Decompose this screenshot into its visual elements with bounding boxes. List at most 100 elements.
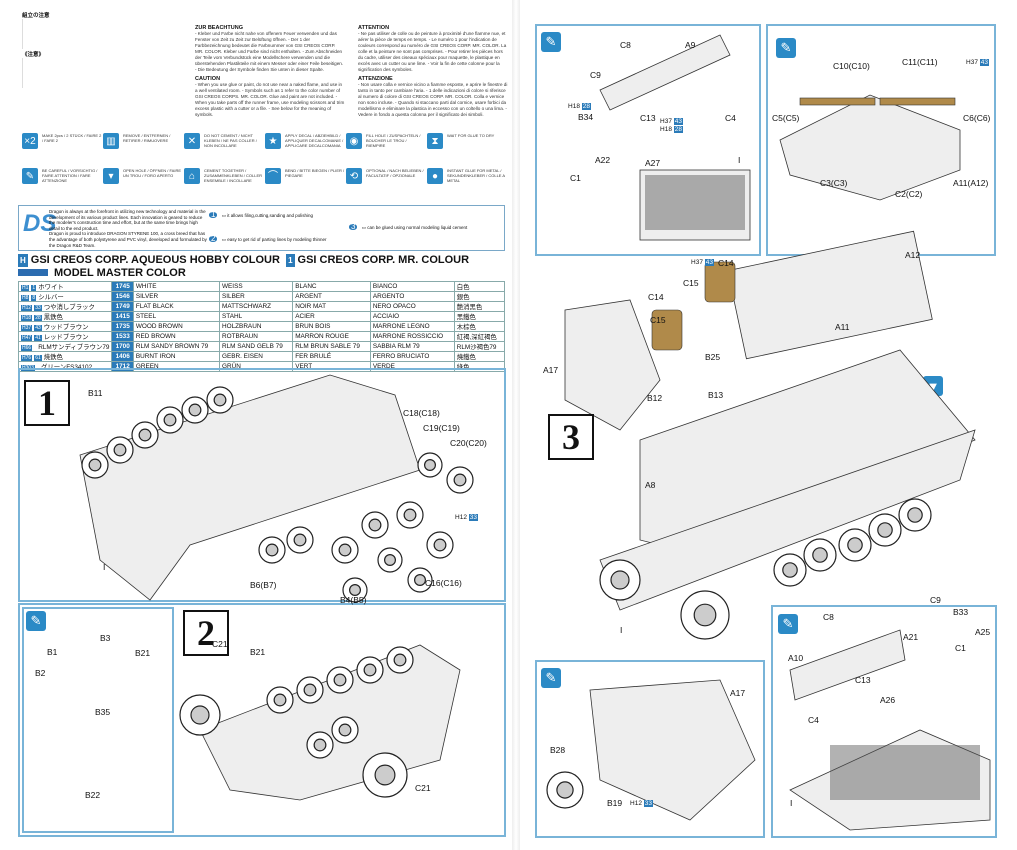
german-notes: ZUR BEACHTUNG - Kleber und Farbe nicht n…: [195, 22, 345, 118]
model-master-swatch: [18, 269, 48, 276]
part-label-b34: B34: [578, 112, 594, 122]
open-hole-icon: ▾: [103, 168, 119, 184]
color-callout-h18: H18 28: [660, 126, 683, 133]
part-label-c9: C9: [590, 70, 601, 80]
part-label-b21: B21: [135, 648, 151, 658]
part-label-b28: B28: [550, 745, 566, 755]
decal-icon: ★: [265, 133, 281, 149]
symbol-text: APPLY DECAL / ABZIEHBILD / APPLIQUER DEC…: [285, 133, 344, 148]
wheel-hub: [368, 518, 382, 532]
hobby-colour-label: GSI CREOS CORP. AQUEOUS HOBBY COLOUR: [30, 254, 280, 266]
symbol-text: REMOVE / ENTFERNEN / RETIRER / RIMUOVERE: [123, 133, 171, 143]
wheel-hub: [338, 543, 352, 557]
symbol-paint: ✎BE CAREFUL / VORSICHTIG / FAIRE ATTENTI…: [22, 168, 102, 184]
wheel-hub: [363, 663, 377, 677]
color-callout-h18: H18 28: [568, 103, 591, 110]
part-label-a10: A10: [788, 653, 804, 663]
part-label-a8: A8: [645, 480, 656, 490]
part-label-c21: C21: [212, 639, 228, 649]
symbol-text: WAIT FOR GLUE TO DRY: [447, 133, 495, 138]
symbol-text: OPTIONAL / NACH BELIEBEN / FACULTATIF / …: [366, 168, 424, 178]
part-label-a25: A25: [975, 627, 991, 637]
symbol-open-hole: ▾OPEN HOLE / ÖFFNEN / FAIRE UN TROU / FO…: [103, 168, 183, 184]
part-label-c10: C10(C10): [833, 61, 870, 71]
mr-colour-label: GSI CREOS CORP. MR. COLOUR: [297, 254, 470, 266]
wheel-hub: [113, 443, 127, 457]
step-1-panel: [18, 368, 506, 602]
stowage-bins: [645, 175, 980, 800]
cement-together-icon: ⌂: [184, 168, 200, 184]
japanese-title: 組立の注意: [22, 13, 50, 19]
wheel-hub: [433, 538, 447, 552]
part-drawing: [779, 94, 961, 201]
symbol-metal-glue: ●INSTANT GLUE FOR METAL / SEKUNDENKLEBER…: [427, 168, 507, 184]
m-badge: 1: [286, 254, 295, 267]
part-label-c11: C11(C11): [902, 57, 938, 67]
wheel-hub: [610, 570, 630, 590]
wheel-hub: [213, 393, 227, 407]
inset-bottom-left: [535, 660, 765, 838]
part-label-a11a12: A11(A12): [953, 178, 989, 188]
part-label-i: I: [738, 155, 741, 165]
french-notes: ATTENTION - Ne pas utiliser de colle ou …: [358, 22, 508, 118]
wheel-hub: [188, 403, 202, 417]
step-number-3: 3: [548, 414, 594, 460]
part-drawing: [789, 629, 906, 701]
french-text: - Ne pas utiliser de colle ou de peintur…: [358, 31, 507, 72]
fill-hole-icon: ◉: [346, 133, 362, 149]
wheel-hub: [374, 764, 396, 786]
symbol-cement-together: ⌂CEMENT TOGETHER / ZUSAMMENKLEBEN / COLL…: [184, 168, 264, 184]
wheel-hub: [693, 603, 717, 627]
symbol-time: ⧗WAIT FOR GLUE TO DRY: [427, 133, 507, 149]
part-label-b11: B11: [88, 388, 103, 398]
wheel-hub: [338, 723, 352, 737]
wheel-hub: [782, 562, 798, 578]
part-label-c8: C8: [823, 612, 834, 622]
part-label-b3: B3: [100, 633, 111, 643]
step-2-panel: [18, 603, 506, 837]
do-not-cement-icon: ✕: [184, 133, 200, 149]
part-label-b33: B33: [953, 607, 969, 617]
part-drawing: [599, 34, 731, 111]
inset-bottom-right: [771, 605, 997, 838]
wheel-hub: [303, 683, 317, 697]
hull-drawing: [199, 644, 461, 801]
part-label-b1: B1: [47, 647, 58, 657]
wheel-hub: [313, 738, 327, 752]
paint-icon: ✎: [22, 168, 38, 184]
wheel-hub: [812, 547, 828, 563]
part-label-c9: C9: [930, 595, 941, 605]
part-label-i: I: [620, 625, 623, 635]
part-label-c3: C3(C3): [820, 178, 848, 188]
inset-top-left: [535, 24, 761, 256]
symbol-remove: ▥ REMOVE / ENTFERNEN / RETIRER / RIMUOVER…: [103, 133, 183, 149]
remove-icon: ▥: [103, 133, 119, 149]
wheel-hub: [273, 693, 287, 707]
symbol-decal: ★ APPLY DECAL / ABZIEHBILD / APPLIQUER DE…: [265, 133, 345, 149]
part-label-c15: C15: [650, 315, 666, 325]
part-drawing: [789, 729, 991, 831]
ds-logo: DS: [23, 210, 57, 237]
ds-text-1: Dragon is always at the forefront in uti…: [49, 209, 206, 231]
part-label-c2: C2(C2): [895, 189, 923, 199]
wheel-hub: [384, 553, 397, 566]
part-label-b19: B19: [607, 798, 623, 808]
symbol-optional: ⟲OPTIONAL / NACH BELIEBEN / FACULTATIF /…: [346, 168, 426, 184]
color-callout-h37: H37 43: [660, 118, 683, 125]
part-label-c1: C1: [955, 643, 966, 653]
part-label-a11: A11: [835, 322, 850, 332]
part-label-c1: C1: [570, 173, 581, 183]
part-label-c5: C5(C5): [772, 113, 800, 123]
part-drawing: [727, 230, 933, 360]
wheel-hub: [393, 653, 407, 667]
wheel-hub: [556, 781, 574, 799]
color-de: GRÜN: [219, 361, 294, 372]
wheel-hub: [907, 507, 923, 523]
part-label-c8: C8: [620, 40, 631, 50]
